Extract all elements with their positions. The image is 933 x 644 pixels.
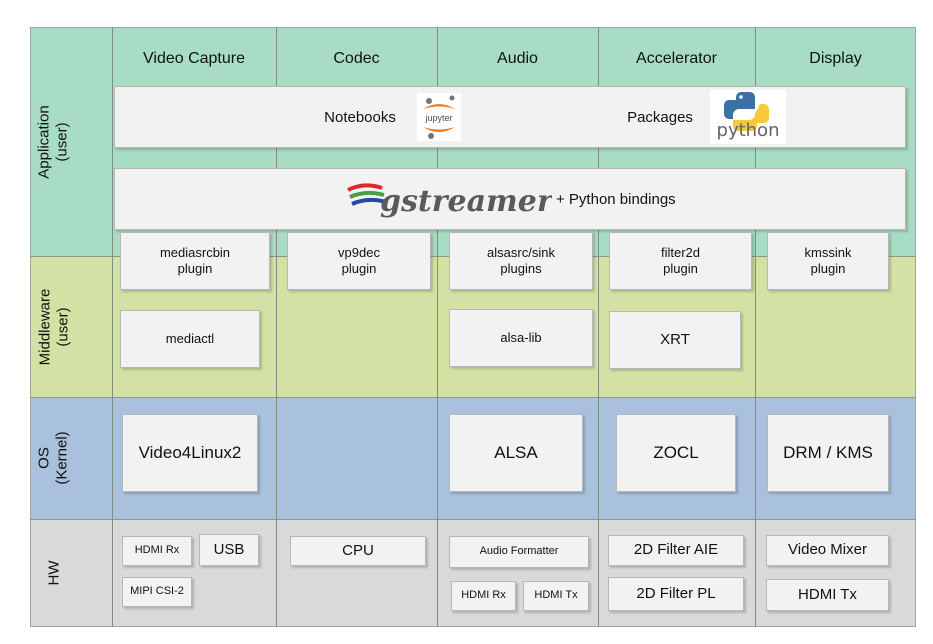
- column-divider: [437, 27, 438, 627]
- column-divider: [112, 27, 113, 627]
- cpu-box: CPU: [290, 536, 426, 566]
- hdmi-tx-box: HDMI Tx: [766, 579, 889, 611]
- drm-kms-box: DRM / KMS: [767, 414, 889, 492]
- alsa-lib-box: alsa-lib: [449, 309, 593, 367]
- mediactl-box: mediactl: [120, 310, 260, 368]
- layer-label-hw: HW: [45, 560, 62, 586]
- layer-label-middleware: Middleware (user): [36, 288, 72, 365]
- gstreamer-bar: [114, 168, 906, 230]
- layer-label-application: Application (user): [36, 104, 72, 179]
- column-header-accelerator: Accelerator: [636, 50, 717, 67]
- audio-hdmi-rx-box: HDMI Rx: [451, 581, 516, 611]
- divider-os-hw: [30, 519, 916, 520]
- alsa-box: ALSA: [449, 414, 583, 492]
- video-mixer-box: Video Mixer: [766, 535, 889, 566]
- mipi-csi2-box: MIPI CSI-2: [122, 577, 192, 607]
- packages-label: Packages: [627, 108, 693, 126]
- column-divider: [755, 27, 756, 627]
- column-header-audio: Audio: [497, 50, 538, 67]
- notebooks-packages-bar: [114, 86, 906, 148]
- zocl-box: ZOCL: [616, 414, 736, 492]
- svg-text:jupyter: jupyter: [424, 113, 452, 123]
- usb-box: USB: [199, 534, 259, 566]
- column-divider: [276, 27, 277, 627]
- plugin-filter2d: filter2d plugin: [609, 232, 752, 290]
- audio-hdmi-tx-box: HDMI Tx: [523, 581, 589, 611]
- xrt-box: XRT: [609, 311, 741, 369]
- notebooks-label: Notebooks: [324, 108, 396, 126]
- jupyter-logo: jupyter: [417, 93, 461, 141]
- svg-text:gstreamer: gstreamer: [380, 184, 552, 219]
- plugin-mediasrcbin: mediasrcbin plugin: [120, 232, 270, 290]
- plugin-alsasrc-sink: alsasrc/sink plugins: [449, 232, 593, 290]
- 2d-filter-pl-box: 2D Filter PL: [608, 577, 744, 611]
- video4linux2-box: Video4Linux2: [122, 414, 258, 492]
- column-header-video-capture: Video Capture: [143, 50, 245, 67]
- python-logo: python: [710, 90, 786, 144]
- 2d-filter-aie-box: 2D Filter AIE: [608, 535, 744, 566]
- plugin-kmssink: kmssink plugin: [767, 232, 889, 290]
- svg-text:python: python: [717, 120, 780, 141]
- column-divider: [598, 27, 599, 627]
- column-header-codec: Codec: [333, 50, 380, 67]
- audio-formatter-box: Audio Formatter: [449, 536, 589, 568]
- divider-mw-os: [30, 397, 916, 398]
- plugin-vp9dec: vp9dec plugin: [287, 232, 431, 290]
- diagram-frame: [30, 27, 916, 627]
- python-bindings-label: + Python bindings: [556, 190, 676, 208]
- column-header-display: Display: [809, 50, 862, 67]
- hdmi-rx-box: HDMI Rx: [122, 536, 192, 566]
- gstreamer-logo: gstreamer: [342, 170, 555, 228]
- layer-label-os: OS (Kernel): [36, 431, 72, 485]
